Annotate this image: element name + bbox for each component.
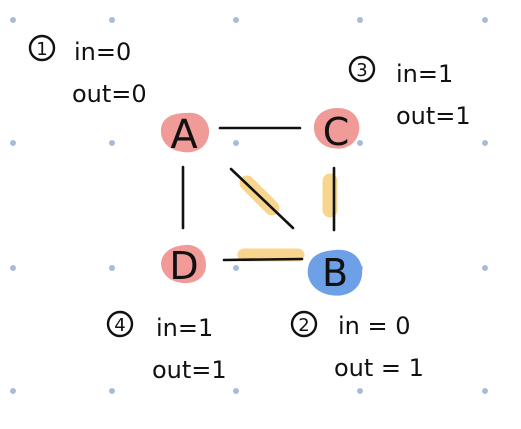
out-degree-C: out=1: [396, 102, 471, 130]
order-number-D: 4: [114, 315, 125, 336]
grid-dot: [10, 388, 16, 394]
node-C-label: C: [323, 110, 350, 154]
grid-dot: [233, 140, 239, 146]
out-degree-A: out=0: [72, 80, 147, 108]
grid-dot: [109, 140, 115, 146]
in-degree-A: in=0: [74, 38, 131, 66]
edge-D-B: [222, 257, 304, 262]
annotation-B: 2 in = 0 out = 1: [290, 310, 424, 382]
grid-dot: [109, 388, 115, 394]
node-D-label: D: [169, 244, 198, 288]
grid-dot: [357, 388, 363, 394]
grid-dot: [482, 140, 488, 146]
node-C-blob: [313, 108, 360, 149]
grid-dot: [482, 265, 488, 271]
node-A-label: A: [170, 112, 198, 158]
out-degree-B: out = 1: [334, 354, 424, 382]
node-A-blob: [160, 112, 210, 153]
order-number-A: 1: [36, 39, 47, 60]
out-degree-D: out=1: [152, 356, 227, 384]
grid-dot: [357, 140, 363, 146]
order-badge-D: [106, 310, 134, 338]
grid-dot: [357, 17, 363, 23]
grid-dot: [233, 388, 239, 394]
in-degree-D: in=1: [156, 314, 213, 342]
grid-dot: [482, 17, 488, 23]
order-badge-C: [348, 55, 376, 83]
annotation-A: 1 in=0 out=0: [28, 34, 147, 108]
grid-dot: [10, 17, 16, 23]
order-badge-A: [28, 34, 56, 62]
edges: [181, 126, 336, 262]
order-badge-B: [290, 310, 318, 338]
order-number-C: 3: [356, 60, 367, 81]
grid-dot: [10, 140, 16, 146]
node-B-label: B: [322, 251, 348, 295]
grid-dot: [109, 17, 115, 23]
annotation-D: 4 in=1 out=1: [106, 310, 227, 384]
edge-A-B: [229, 167, 295, 230]
node-blobs: [160, 108, 363, 296]
annotation-C: 3 in=1 out=1: [348, 55, 471, 130]
node-B-blob: [307, 249, 363, 296]
node-labels: A C D B: [169, 110, 349, 295]
node-D-blob: [161, 244, 206, 284]
grid-dot: [233, 265, 239, 271]
grid-dot: [109, 265, 115, 271]
grid-dot: [233, 17, 239, 23]
grid-dot: [10, 265, 16, 271]
in-degree-C: in=1: [396, 60, 453, 88]
in-degree-B: in = 0: [338, 312, 411, 340]
grid-dot: [482, 388, 488, 394]
order-number-B: 2: [298, 315, 309, 336]
